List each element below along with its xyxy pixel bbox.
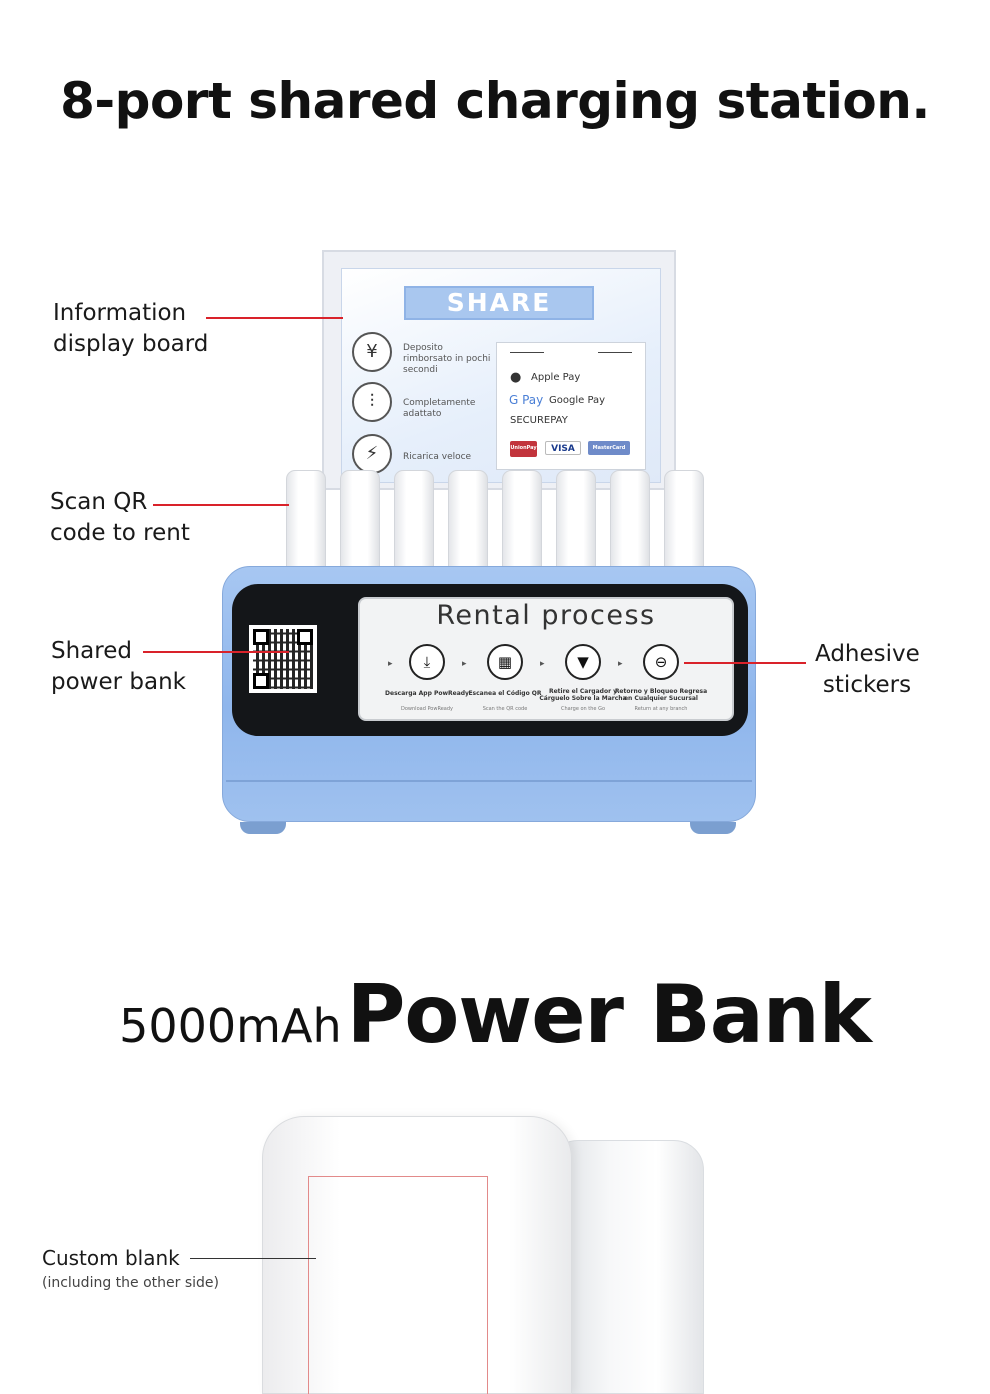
apple-icon: ● [510,370,522,385]
leader-line [190,1258,316,1259]
power-bank-slot-6 [556,470,596,580]
mastercard-logo: MasterCard [588,441,630,455]
dock-foot [240,822,286,834]
qr-finder [297,629,313,645]
step-label: Retire el Cargador y Cárguelo Sobre la M… [539,688,627,702]
qr-finder [253,629,269,645]
leader-line [206,317,343,319]
arrow-right-icon: ▸ [540,659,545,669]
callout-line: Adhesive [815,641,920,667]
google-pay-label: Google Pay [549,395,606,406]
power-bank-slot-5 [502,470,542,580]
step-label: Descarga App PowReady [385,690,469,697]
custom-blank-sub: (including the other side) [42,1275,219,1291]
page-title: 8-port shared charging station. [60,72,930,130]
callout-line: display board [53,331,209,357]
return-icon: ⊖ [643,644,679,680]
securepay-label: SECUREPAY [510,415,568,426]
charger-icon: ▼ [565,644,601,680]
arrow-right-icon: ▸ [462,659,467,669]
feature-text: Ricarica veloce [403,452,472,462]
dock-seam [226,780,752,782]
power-bank-slot-2 [340,470,380,580]
power-bank-slot-3 [394,470,434,580]
callout-line: Information [53,300,187,326]
feature-text: Completamente adattato [403,398,476,419]
leader-line [684,662,806,664]
leader-line [143,651,289,653]
power-bank-back [548,1140,704,1394]
google-pay-mark: G Pay [509,393,544,407]
yen-icon: ¥ [352,332,392,372]
cables-icon: ⫶ [352,382,392,422]
custom-blank-label: Custom blank [42,1246,180,1270]
capacity-text: 5000mAh [119,999,342,1053]
lightning-icon: ⚡ [352,434,392,474]
product-text: Power Bank [346,968,872,1061]
unionpay-logo: UnionPay [510,441,537,457]
step-sub: Charge on the Go [560,706,606,712]
power-bank-slot-1 [286,470,326,580]
callout-scan-qr: Scan QR code to rent [50,487,190,549]
qr-finder [253,673,269,689]
download-icon: ⤓ [409,644,445,680]
leader-line [153,504,289,506]
callout-line: Shared [51,638,132,664]
divider [510,352,544,353]
callout-info-board: Information display board [53,298,208,360]
power-bank-slot-7 [610,470,650,580]
step-label: Escanea el Código QR [468,690,542,697]
callout-shared-bank: Shared power bank [51,636,186,698]
dock-foot [690,822,736,834]
power-bank-slot-8 [664,470,704,580]
feature-text: Deposito rimborsato in pochi secondi [403,343,491,375]
step-sub: Download PowReady [401,706,453,712]
step-label: Retorno y Bloqueo Regresa en Cualquier S… [614,688,708,702]
step-sub: Scan the QR code [482,706,528,712]
callout-line: code to rent [50,520,190,546]
callout-line: stickers [822,672,912,698]
divider [598,352,632,353]
custom-print-area [308,1176,488,1394]
power-bank-title: 5000mAh Power Bank [0,968,990,1061]
arrow-right-icon: ▸ [618,659,623,669]
power-bank-slot-4 [448,470,488,580]
callout-line: Scan QR [50,489,148,515]
share-banner: SHARE [404,286,594,320]
rental-process-title: Rental process [436,600,656,631]
visa-logo: VISA [545,441,581,455]
qr-icon: ▦ [487,644,523,680]
arrow-right-icon: ▸ [388,659,393,669]
step-sub: Return at any branch [634,706,688,712]
callout-line: power bank [51,669,186,695]
power-bank-front [262,1116,572,1394]
callout-adhesive: Adhesive stickers [815,639,920,701]
apple-pay-label: Apple Pay [531,372,581,383]
